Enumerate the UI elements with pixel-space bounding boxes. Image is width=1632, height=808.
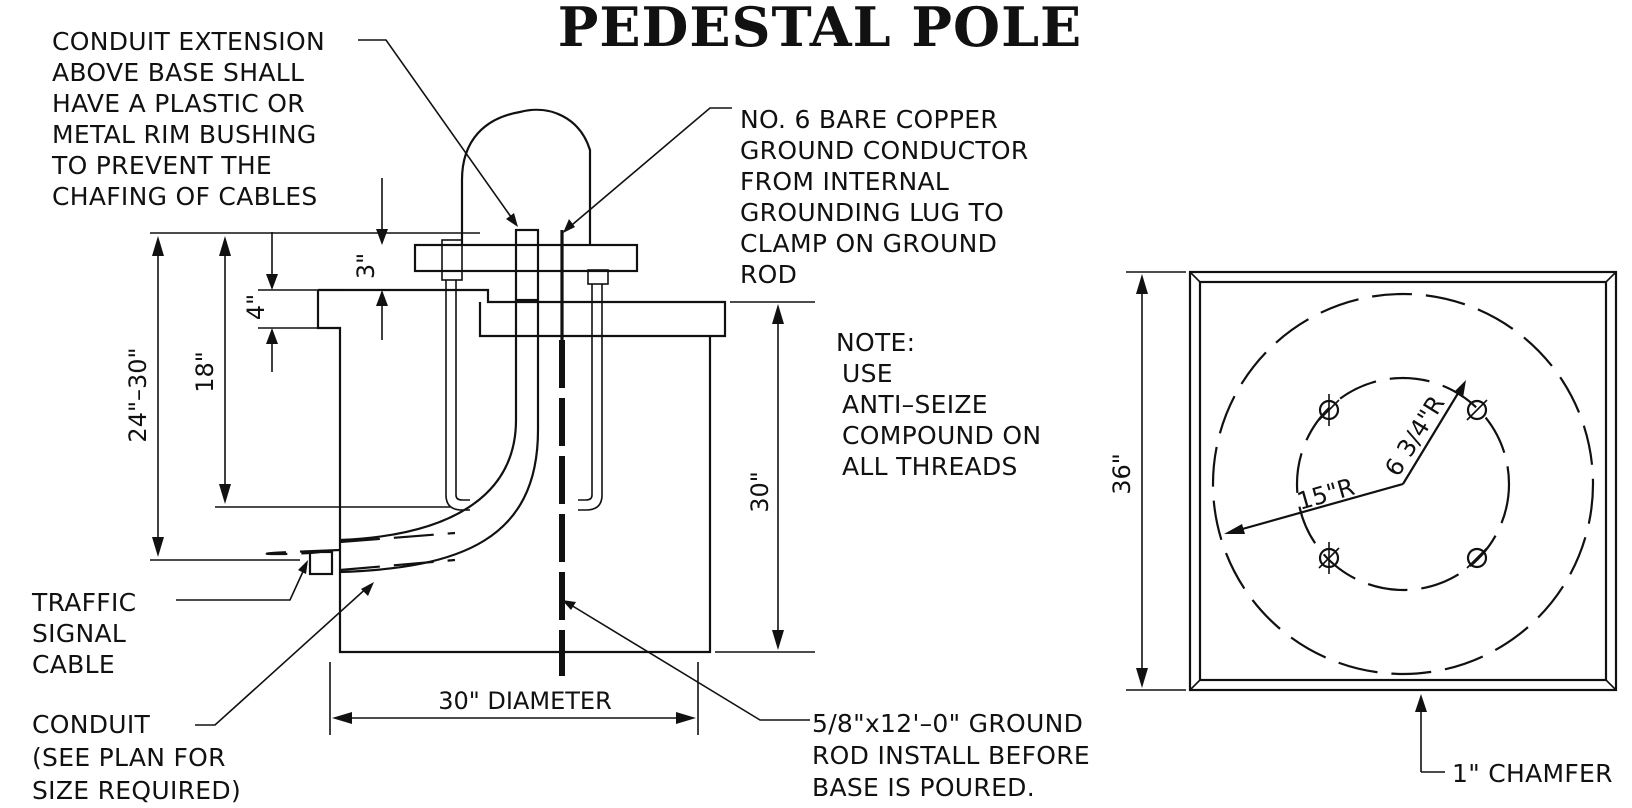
svg-text:24"–30": 24"–30" — [124, 347, 152, 442]
base-square-inner — [1198, 280, 1608, 682]
cable-stub — [308, 550, 334, 576]
callout-conduit-extension: CONDUIT EXTENSION ABOVE BASE SHALL HAVE … — [51, 27, 325, 211]
bolt-hole — [1466, 399, 1488, 421]
base-plate — [413, 243, 639, 273]
dim-diameter: 30" DIAMETER — [329, 662, 699, 735]
plan-view: 15"R 6 3/4"R 36" 1" CHAMFER — [1108, 270, 1618, 788]
dim-overall-height: 24"–30" — [124, 232, 480, 561]
anchor-bolt-left — [441, 239, 470, 511]
dim-projection-3: 3" — [352, 178, 388, 340]
svg-text:30" DIAMETER: 30" DIAMETER — [438, 687, 612, 715]
callout-traffic-signal-cable: TRAFFIC SIGNAL CABLE — [31, 588, 136, 679]
radius-line-small — [1402, 384, 1464, 485]
drawing-title: PEDESTAL POLE — [558, 0, 1082, 59]
leader-lines — [176, 39, 810, 726]
svg-text:5/8"x12'–0" GROUND: 5/8"x12'–0" GROUND — [812, 709, 1083, 738]
svg-text:TO PREVENT THE: TO PREVENT THE — [51, 151, 272, 180]
callout-ground-conductor: NO. 6 BARE COPPER GROUND CONDUCTOR FROM … — [740, 105, 1029, 289]
callout-conduit: CONDUIT (SEE PLAN FOR SIZE REQUIRED) — [32, 710, 241, 805]
svg-text:(SEE PLAN FOR: (SEE PLAN FOR — [32, 743, 226, 772]
foundation-cylinder — [316, 290, 712, 654]
svg-text:CLAMP ON GROUND: CLAMP ON GROUND — [740, 229, 997, 258]
elevation-view: 24"–30" 18" 4" 3" — [31, 27, 1090, 805]
conduit-sweep — [265, 228, 540, 576]
dim-square-side: 36" — [1108, 271, 1186, 691]
svg-text:SIZE REQUIRED): SIZE REQUIRED) — [32, 776, 241, 805]
svg-text:ALL THREADS: ALL THREADS — [842, 452, 1018, 481]
svg-text:TRAFFIC: TRAFFIC — [31, 588, 136, 617]
svg-text:1" CHAMFER: 1" CHAMFER — [1452, 759, 1613, 788]
dim-base-depth: 30" — [715, 301, 815, 653]
svg-text:NO. 6 BARE COPPER: NO. 6 BARE COPPER — [740, 105, 998, 134]
svg-text:GROUNDING LUG TO: GROUNDING LUG TO — [740, 198, 1004, 227]
radius-large-label: 15"R — [1294, 473, 1358, 516]
bolt-holes — [1318, 394, 1488, 574]
svg-text:ROD INSTALL BEFORE: ROD INSTALL BEFORE — [812, 741, 1090, 770]
grout-pad — [318, 288, 727, 338]
radius-line-large — [1227, 482, 1404, 535]
svg-text:3": 3" — [352, 253, 380, 279]
svg-text:ABOVE BASE SHALL: ABOVE BASE SHALL — [52, 58, 304, 87]
bolt-hole — [1318, 394, 1340, 426]
svg-text:ROD: ROD — [740, 260, 797, 289]
callout-note: NOTE: USE ANTI–SEIZE COMPOUND ON ALL THR… — [836, 328, 1041, 481]
svg-text:18": 18" — [191, 351, 219, 393]
svg-text:NOTE:: NOTE: — [836, 328, 915, 357]
svg-text:CONDUIT: CONDUIT — [32, 710, 151, 739]
radius-small-label: 6 3/4"R — [1379, 391, 1450, 482]
chamfer-callout: 1" CHAMFER — [1415, 694, 1613, 788]
svg-text:CONDUIT EXTENSION: CONDUIT EXTENSION — [52, 27, 325, 56]
dim-projection-4: 4" — [242, 232, 340, 372]
pole-shaft — [460, 108, 592, 245]
svg-text:36": 36" — [1108, 453, 1136, 495]
svg-text:HAVE A PLASTIC OR: HAVE A PLASTIC OR — [52, 89, 305, 118]
svg-text:USE: USE — [842, 359, 893, 388]
svg-text:CHAFING OF CABLES: CHAFING OF CABLES — [52, 182, 318, 211]
anchor-bolt-right — [578, 269, 609, 511]
svg-text:ANTI–SEIZE: ANTI–SEIZE — [842, 390, 988, 419]
svg-text:CABLE: CABLE — [32, 650, 115, 679]
bolt-circle — [1295, 376, 1511, 592]
dim-anchor-length: 18" — [191, 236, 450, 508]
svg-text:GROUND CONDUCTOR: GROUND CONDUCTOR — [740, 136, 1029, 165]
base-square-outer — [1188, 270, 1618, 692]
bolt-hole — [1318, 542, 1340, 574]
bolt-hole — [1466, 547, 1488, 569]
svg-text:SIGNAL: SIGNAL — [32, 619, 126, 648]
outer-radius-circle — [1211, 292, 1595, 676]
svg-text:30": 30" — [746, 471, 774, 513]
svg-text:FROM INTERNAL: FROM INTERNAL — [740, 167, 949, 196]
svg-text:COMPOUND ON: COMPOUND ON — [842, 421, 1041, 450]
svg-text:4": 4" — [242, 294, 270, 320]
svg-text:METAL RIM BUSHING: METAL RIM BUSHING — [52, 120, 317, 149]
callout-ground-rod: 5/8"x12'–0" GROUND ROD INSTALL BEFORE BA… — [812, 709, 1090, 802]
svg-text:BASE IS POURED.: BASE IS POURED. — [812, 773, 1035, 802]
